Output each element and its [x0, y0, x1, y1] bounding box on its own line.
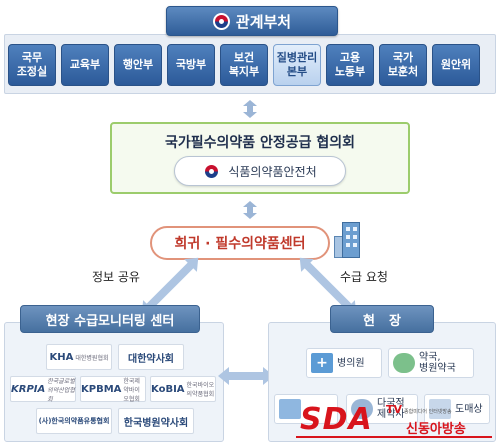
supply-request-label: 수급 요청	[340, 270, 388, 284]
council-title: 국가필수의약품 안정공급 협의회	[164, 135, 356, 151]
logo-kobia-text: KoBIA	[151, 383, 185, 395]
field-title: 현장	[330, 305, 434, 333]
monitoring-title: 현장 수급모니터링 센터	[20, 305, 200, 333]
ministry-education: 교육부	[61, 44, 109, 86]
watermark-underline	[296, 436, 492, 438]
mfds-badge: 식품의약품안전처	[174, 156, 346, 186]
logo-kpbma-text: KPBMA	[81, 383, 122, 395]
ministry-nssc: 원안위	[432, 44, 480, 86]
ministry-interior: 행안부	[114, 44, 162, 86]
logo-kpda-text: (사)한국의약품유통협회	[38, 417, 110, 425]
place-wholesaler: 도매상	[424, 394, 490, 424]
bidirectional-arrow-icon	[145, 261, 195, 311]
building-icon	[334, 220, 364, 260]
logo-kpa-text: 대한약사회	[128, 353, 174, 365]
pharmacy-icon	[393, 353, 415, 373]
logo-krpia-text: KRPIA	[11, 383, 46, 395]
place-wholesaler-label: 도매상	[455, 403, 483, 415]
info-sharing-label: 정보 공유	[92, 270, 140, 284]
place-lab	[274, 394, 338, 424]
place-multinational-pharma-label: 다국적 제약사	[377, 398, 405, 420]
bidirectional-arrow-icon	[243, 100, 257, 118]
ministry-health-welfare: 보건 복지부	[220, 44, 268, 86]
logo-kha-text: KHA	[49, 351, 74, 363]
ministry-pmo: 국무 조정실	[8, 44, 56, 86]
ministries-title-text: 관계부처	[235, 12, 292, 31]
watermark-tv: TV	[386, 403, 403, 416]
center-title: 희귀 · 필수의약품센터	[174, 236, 306, 252]
place-pharmacy-label: 약국, 병원약국	[419, 352, 456, 374]
bottle-icon	[429, 399, 451, 419]
people-icon	[351, 399, 373, 419]
korea-emblem-icon	[203, 162, 221, 180]
bidirectional-arrow-icon	[243, 201, 257, 219]
ministry-kcdc: 질병관리 본부	[273, 44, 321, 86]
logo-kobia-sub: 한국바이오의약품협회	[186, 382, 215, 398]
logo-krpia-sub: 한국글로벌의약산업협회	[47, 377, 75, 403]
ministry-labor: 고용 노동부	[326, 44, 374, 86]
sda-tv-watermark: SDA TV 종합미디어 인터넷방송 신동아방송	[296, 400, 496, 442]
place-clinic-label: 병의원	[337, 357, 365, 369]
ministry-defense: 국방부	[167, 44, 215, 86]
logo-kha-sub: 대한병원협회	[75, 354, 109, 362]
place-pharmacy: 약국, 병원약국	[388, 348, 474, 378]
logo-kpbma-sub: 한국제약바이오협회	[123, 377, 140, 403]
place-multinational-pharma: 다국적 제약사	[346, 394, 418, 424]
ministries-title: 관계부처	[166, 6, 338, 36]
logo-kpda: (사)한국의약품유통협회	[36, 408, 112, 434]
watermark-brand: SDA	[300, 402, 373, 437]
place-clinic: 병의원	[306, 348, 382, 378]
lab-icon	[279, 399, 301, 419]
watermark-subtitle: 종합미디어 인터넷방송	[404, 409, 452, 415]
council-box: 국가필수의약품 안정공급 협의회 식품의약품안전처	[110, 122, 410, 194]
hospital-icon	[311, 353, 333, 373]
ministry-list: 국무 조정실 교육부 행안부 국방부 보건 복지부 질병관리 본부 고용 노동부…	[8, 44, 480, 86]
logo-kshp-text: 한국병원약사회	[123, 417, 189, 429]
logo-kpa: 대한약사회	[118, 344, 184, 370]
korea-emblem-icon	[212, 12, 230, 30]
watermark-name: 신동아방송	[406, 422, 466, 437]
bidirectional-arrow-icon	[218, 367, 274, 385]
logo-kshp: 한국병원약사회	[118, 408, 194, 434]
ministry-veterans: 국가 보훈처	[379, 44, 427, 86]
mfds-label: 식품의약품안전처	[228, 164, 317, 179]
rare-essential-drug-center: 희귀 · 필수의약품센터	[150, 226, 330, 260]
